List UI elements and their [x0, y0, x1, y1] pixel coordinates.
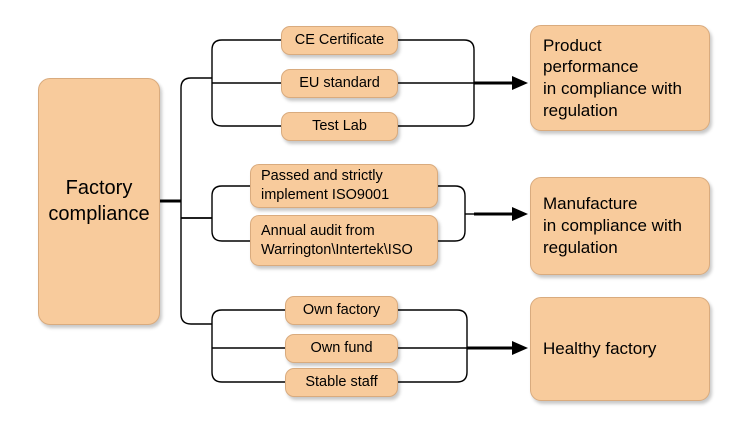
- root-node-factory-compliance[interactable]: Factory compliance: [38, 78, 160, 325]
- node-iso9001[interactable]: Passed and strictly implement ISO9001: [250, 164, 438, 208]
- node-eu-standard-label: EU standard: [299, 75, 380, 92]
- node-stable-staff-label: Stable staff: [305, 374, 378, 391]
- outcome-healthy-factory-label: Healthy factory: [543, 339, 657, 359]
- root-node-label: Factory compliance: [48, 176, 150, 225]
- node-own-factory-label: Own factory: [302, 302, 381, 319]
- group1-left-bracket: [211, 39, 281, 127]
- arrow-head-product: [512, 76, 528, 90]
- node-test-lab-label: Test Lab: [312, 118, 367, 135]
- node-annual-audit[interactable]: Annual audit from Warrington\Intertek\IS…: [250, 215, 438, 266]
- node-ce-certificate-label: CE Certificate: [294, 32, 385, 49]
- group2-right-bracket: [438, 185, 466, 242]
- group1-right-bracket: [398, 39, 475, 127]
- node-own-factory[interactable]: Own factory: [285, 296, 398, 325]
- outcome-manufacture-compliance-label: Manufacture in compliance with regulatio…: [543, 194, 682, 257]
- node-stable-staff[interactable]: Stable staff: [285, 368, 398, 397]
- node-ce-certificate[interactable]: CE Certificate: [281, 26, 398, 55]
- node-own-fund-label: Own fund: [310, 340, 373, 357]
- node-own-fund[interactable]: Own fund: [285, 334, 398, 363]
- node-annual-audit-label: Annual audit from Warrington\Intertek\IS…: [261, 222, 413, 258]
- outcome-product-performance[interactable]: Product performance in compliance with r…: [530, 25, 710, 131]
- main-bracket: [180, 77, 212, 325]
- outcome-healthy-factory[interactable]: Healthy factory: [530, 297, 710, 401]
- outcome-manufacture-compliance[interactable]: Manufacture in compliance with regulatio…: [530, 177, 710, 275]
- group2-left-bracket: [211, 185, 250, 242]
- node-iso9001-label: Passed and strictly implement ISO9001: [261, 168, 390, 203]
- node-test-lab[interactable]: Test Lab: [281, 112, 398, 141]
- arrow-head-healthy: [512, 341, 528, 355]
- group3-right-bracket: [398, 309, 468, 383]
- node-eu-standard[interactable]: EU standard: [281, 69, 398, 98]
- group3-left-bracket: [211, 309, 285, 383]
- arrow-head-manufacture: [512, 207, 528, 221]
- outcome-product-performance-label: Product performance in compliance with r…: [543, 35, 682, 120]
